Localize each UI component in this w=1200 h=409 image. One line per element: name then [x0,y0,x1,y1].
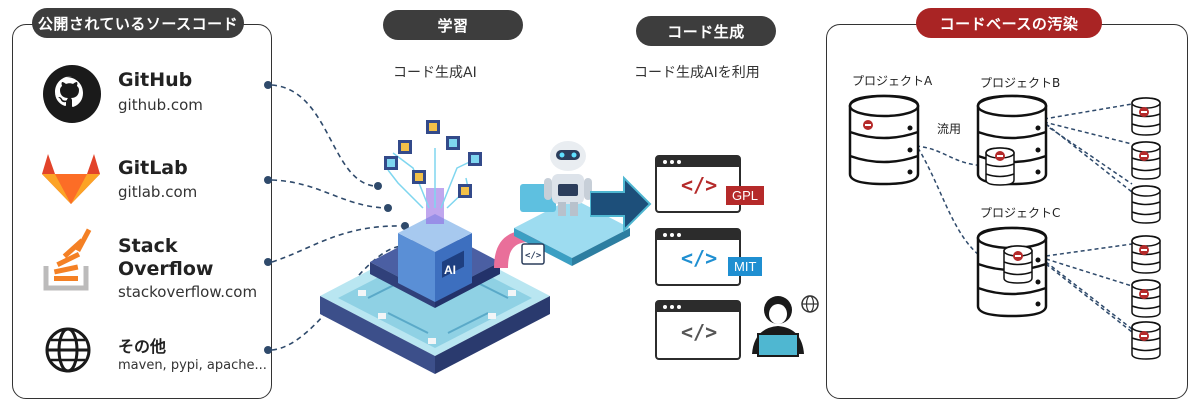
stackoverflow-name-line1: Stack [118,235,178,257]
others-url: maven, pypi, apache... [118,358,267,373]
license-badge-mit: MIT [728,257,763,276]
stackoverflow-icon [43,228,92,291]
contamination-title: コードベースの汚染 [916,8,1102,38]
learning-caption: コード生成AI [393,65,477,81]
generation-title: コード生成 [636,16,776,46]
ai-chip-label: AI [444,263,456,277]
gitlab-name: GitLab [118,157,188,179]
developer-icon [752,295,819,357]
sources-panel-title: 公開されているソースコード [32,8,244,38]
stackoverflow-name-line2: Overflow [118,258,214,280]
contamination-panel [826,24,1188,399]
code-window-mit: </> [655,228,741,286]
code-symbol-mit: </> [681,246,718,270]
others-name: その他 [118,337,167,356]
learning-title: 学習 [383,10,523,40]
gitlab-icon [42,154,100,204]
robot-code-label: </> [525,251,542,261]
codebase-diagram [848,94,1161,360]
generation-caption: コード生成AIを利用 [634,65,760,81]
project-c-label: プロジェクトC [980,206,1061,220]
code-symbol-gpl: </> [681,173,718,197]
github-icon [43,65,101,123]
globe-icon [45,327,91,373]
ai-platform-illustration: AI [320,120,550,374]
code-window-unknown: </> [655,300,741,360]
github-url: github.com [118,96,203,114]
stackoverflow-url: stackoverflow.com [118,283,258,301]
gitlab-url: gitlab.com [118,183,198,201]
github-name: GitHub [118,69,193,91]
reuse-label: 流用 [937,122,962,136]
code-symbol-unknown: </> [681,320,718,344]
generation-arrow-icon [590,175,652,233]
project-a-label: プロジェクトA [852,74,933,88]
project-b-label: プロジェクトB [980,76,1061,90]
robot-illustration: </> [514,141,630,266]
license-badge-gpl: GPL [726,186,765,205]
